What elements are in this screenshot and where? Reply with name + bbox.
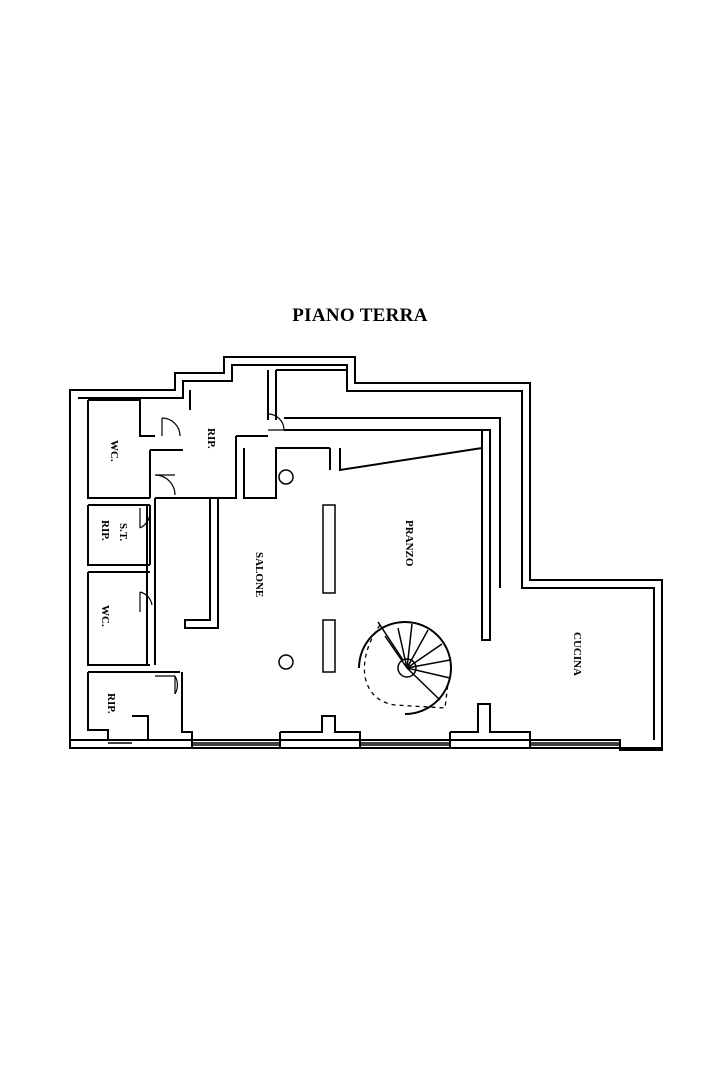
room-label-rip-bottom: RIP. xyxy=(105,693,117,714)
room-label-cucina: CUCINA xyxy=(571,632,583,676)
room-label-rip-small: RIP. xyxy=(99,520,111,541)
room-label-pranzo: PRANZO xyxy=(403,520,415,567)
wc-top-walls xyxy=(87,399,155,506)
room-label-wc-top: WC. xyxy=(108,440,120,462)
page-title: PIANO TERRA xyxy=(292,305,428,326)
rip-bottom-walls xyxy=(87,671,193,748)
room-label-st: S.T. xyxy=(117,523,129,541)
door-rip-top xyxy=(267,413,292,431)
door-corridor xyxy=(154,474,176,496)
bottom-piers xyxy=(279,703,531,748)
outer-wall xyxy=(69,356,663,751)
corridor-walls xyxy=(146,497,219,665)
partition-upper xyxy=(322,504,336,594)
rip-top-walls xyxy=(149,390,483,499)
door-st xyxy=(139,508,151,529)
door-wc-mid xyxy=(139,591,153,612)
windows xyxy=(108,742,620,746)
room-label-rip-top: RIP. xyxy=(205,428,217,449)
inner-wall xyxy=(78,364,655,740)
room-label-salone: SALONE xyxy=(253,552,265,597)
door-wc-top xyxy=(161,417,181,437)
spiral-staircase xyxy=(358,621,453,715)
column-top xyxy=(278,469,294,485)
room-label-wc-mid: WC. xyxy=(99,605,111,627)
partition-lower xyxy=(322,619,336,673)
st-rip-walls xyxy=(87,505,151,666)
door-rip-bottom xyxy=(155,675,179,695)
upper-corridor-wall xyxy=(267,369,501,641)
column-bottom xyxy=(278,654,294,670)
